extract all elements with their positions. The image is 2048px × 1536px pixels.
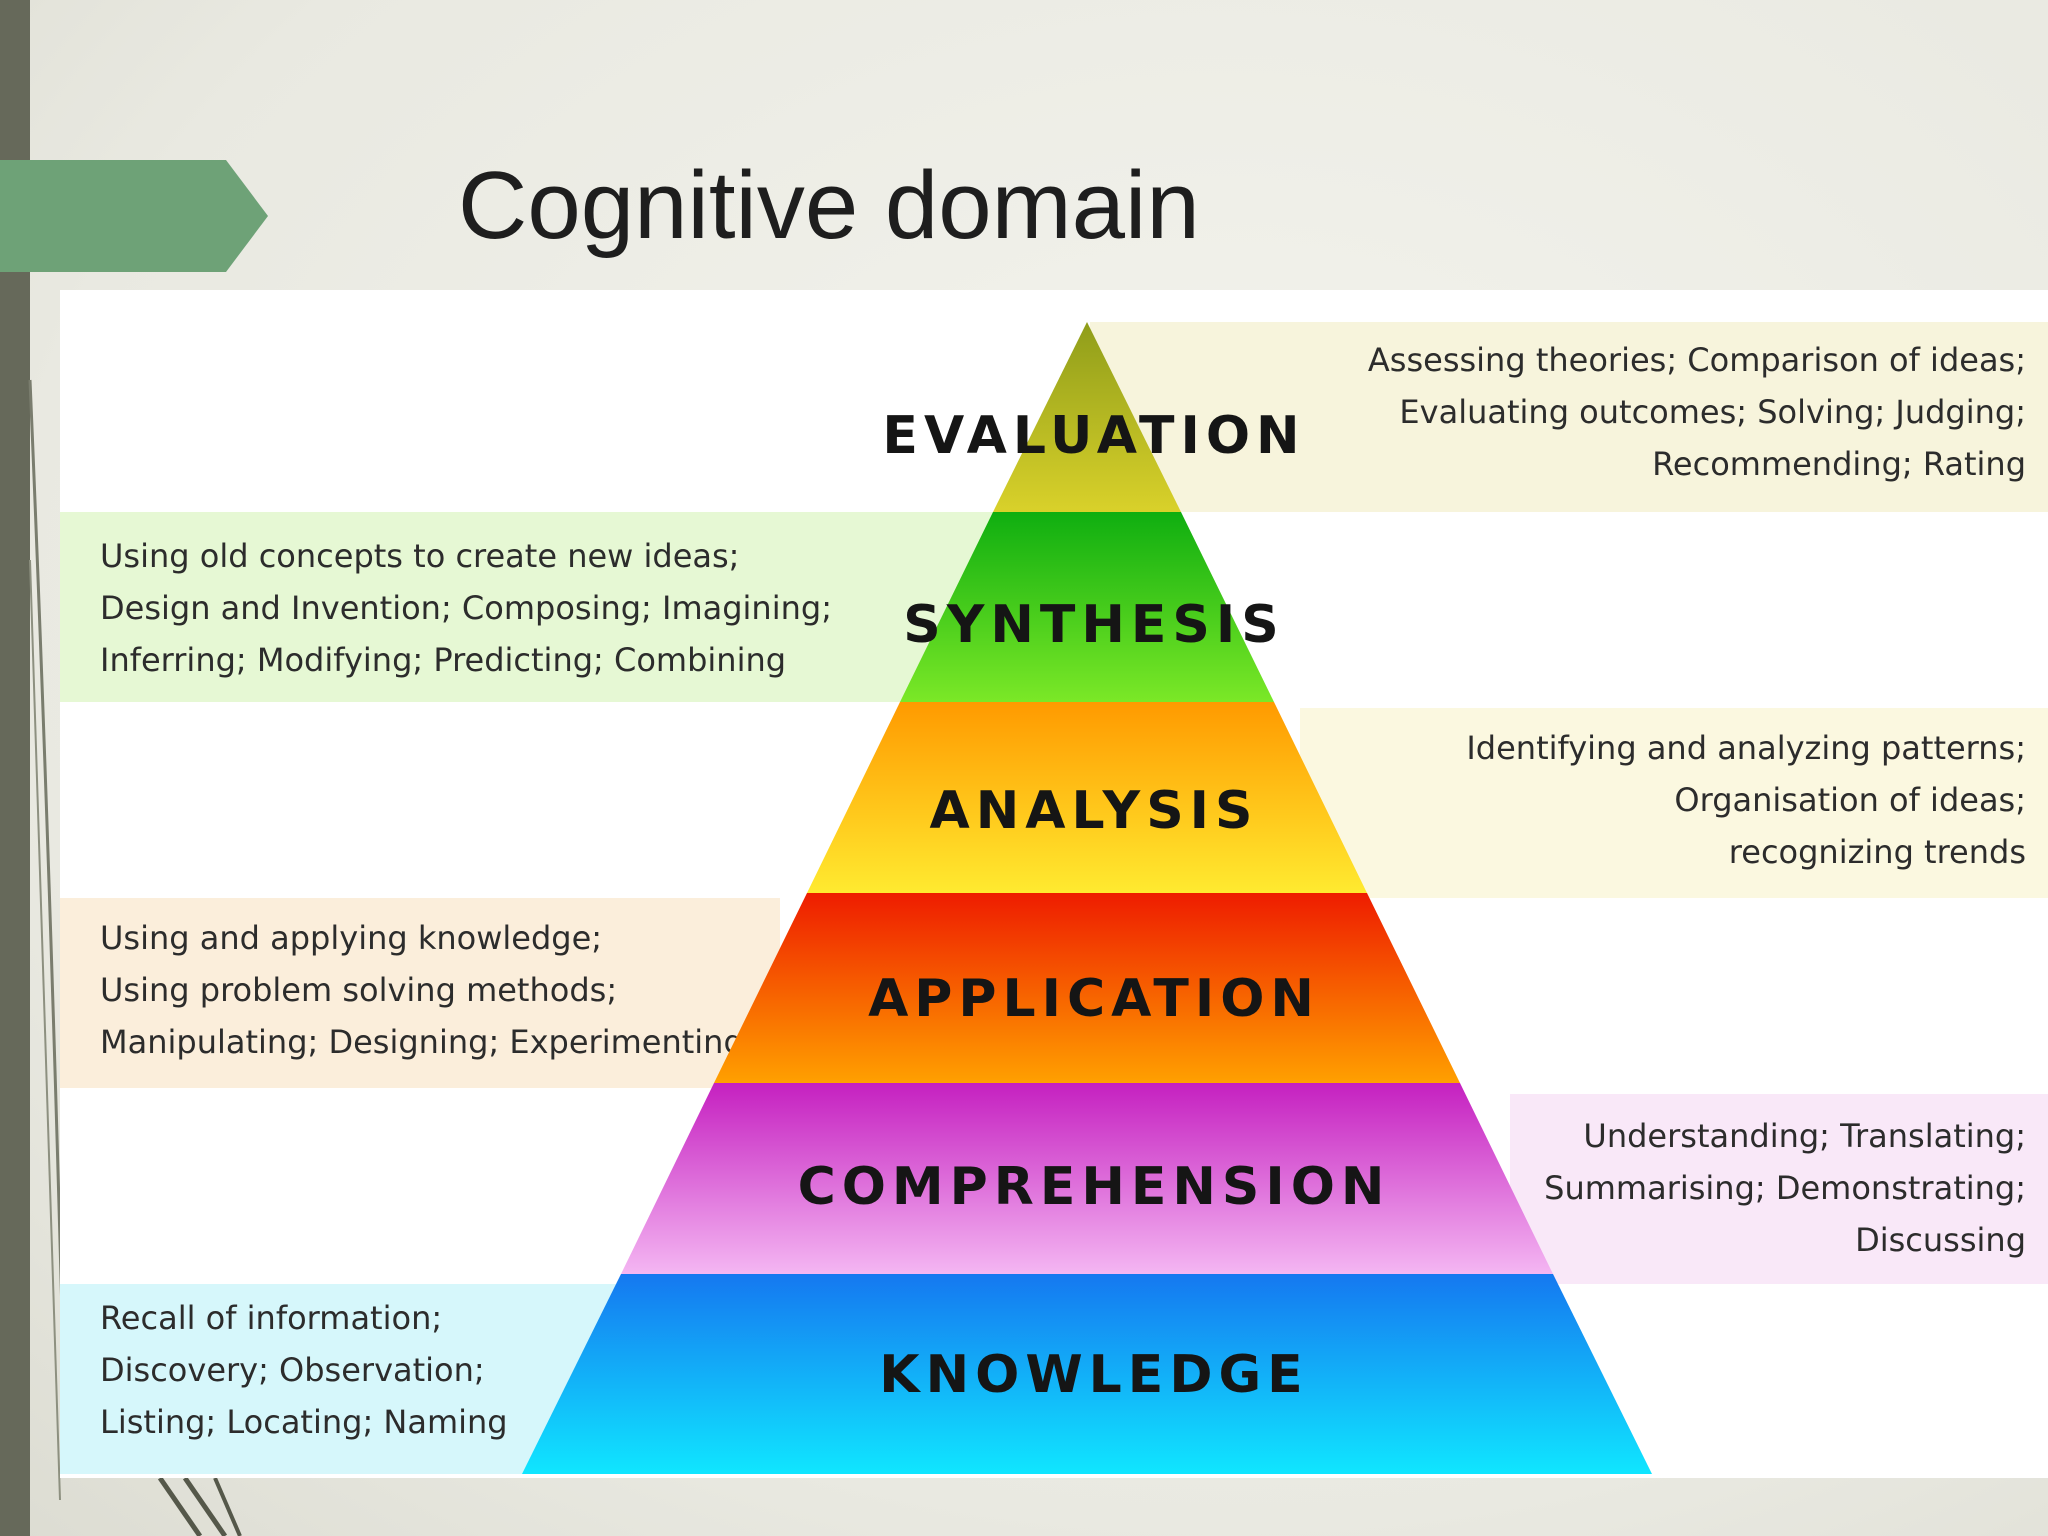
analysis-label: ANALYSIS [930,781,1259,841]
synthesis-description: Using old concepts to create new ideas; … [100,537,832,679]
bloom-pyramid: EVALUATION SYNTHESIS ANALYSIS APPLICATIO… [522,322,1652,1474]
application-band [60,898,780,1088]
comprehension-band [1510,1094,2048,1284]
analysis-band [1300,708,2048,898]
evaluation-tier [993,322,1181,512]
knowledge-tier [522,1274,1652,1474]
comprehension-tier [621,1083,1553,1274]
knowledge-band [60,1284,620,1474]
analysis-tier [807,702,1367,893]
title-accent-arrow [0,160,268,272]
slide-title: Cognitive domain [458,152,1200,259]
synthesis-tier [900,512,1274,702]
application-description: Using and applying knowledge; Using prob… [100,919,744,1061]
comprehension-description: Understanding; Translating; Summarising;… [1544,1117,2026,1259]
evaluation-description: Assessing theories; Comparison of ideas;… [1367,341,2026,483]
application-tier [714,893,1460,1083]
knowledge-label: KNOWLEDGE [879,1345,1308,1405]
evaluation-label: EVALUATION [882,406,1305,466]
analysis-description: Identifying and analyzing patterns; Orga… [1466,729,2026,871]
comprehension-label: COMPREHENSION [798,1157,1391,1217]
synthesis-label: SYNTHESIS [903,595,1284,655]
knowledge-description: Recall of information; Discovery; Observ… [100,1299,508,1441]
evaluation-band [1090,322,2048,512]
pyramid-panel: Assessing theories; Comparison of ideas;… [60,290,2048,1478]
application-label: APPLICATION [868,969,1320,1029]
synthesis-band [60,512,1028,702]
